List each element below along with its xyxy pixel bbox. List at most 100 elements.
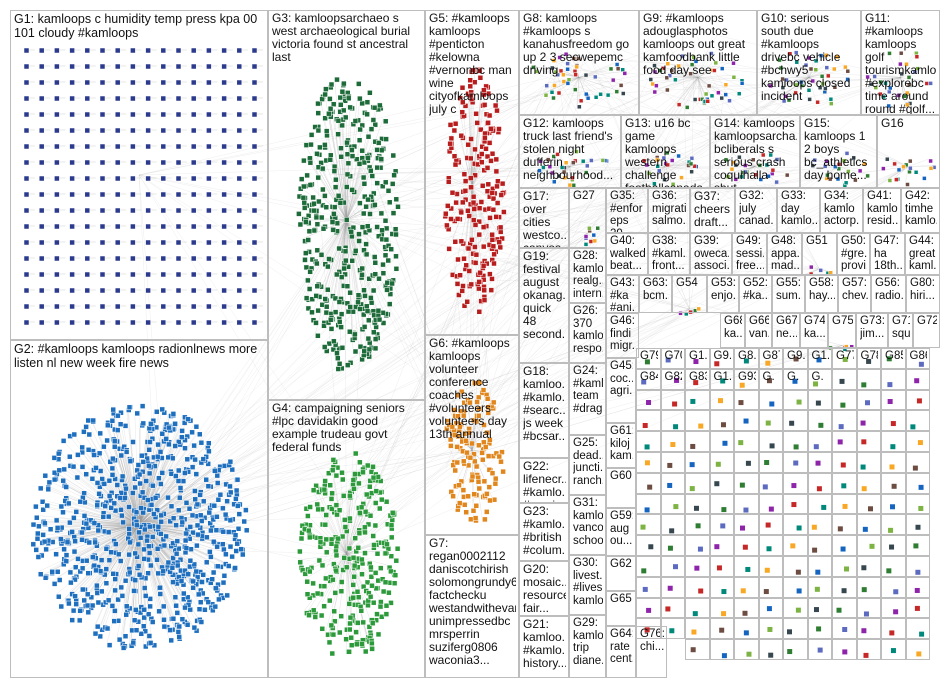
node	[715, 461, 721, 467]
edge	[471, 92, 482, 188]
group-box-small	[832, 493, 857, 515]
group-box-small: G9.	[783, 348, 808, 369]
node	[175, 47, 182, 54]
group-box-small	[734, 556, 759, 577]
edge	[578, 77, 595, 96]
node	[130, 79, 136, 86]
edge	[662, 166, 666, 178]
edge	[138, 65, 686, 176]
node	[722, 440, 728, 446]
node	[690, 443, 696, 449]
group-box-small	[660, 556, 685, 577]
node	[69, 79, 75, 86]
group-box-small: G82	[660, 368, 685, 390]
group-label: G61: kiloj kam...	[610, 425, 633, 462]
edge	[670, 48, 756, 167]
edge	[754, 166, 767, 175]
edge	[900, 77, 908, 83]
group-box-small	[685, 452, 710, 473]
edge	[111, 524, 140, 619]
group-box-small	[709, 472, 734, 494]
edge	[75, 452, 140, 526]
node	[145, 63, 151, 70]
edge	[346, 118, 384, 221]
node	[793, 356, 799, 362]
edge	[346, 92, 549, 221]
edge	[578, 41, 674, 78]
group-box-small	[881, 389, 906, 411]
edge	[138, 511, 237, 526]
node	[160, 63, 167, 70]
edge	[138, 483, 151, 526]
edge	[346, 126, 370, 221]
edge	[369, 163, 473, 451]
edge	[79, 449, 140, 526]
node	[787, 649, 793, 655]
group-box-small	[905, 493, 930, 515]
node	[890, 648, 896, 654]
node	[644, 359, 650, 365]
group-label: G54	[676, 277, 698, 289]
edge	[337, 166, 909, 519]
group-box-small	[881, 472, 906, 494]
group-box-small: G83	[685, 368, 710, 390]
edge	[155, 166, 839, 547]
edge	[138, 524, 193, 573]
edge	[340, 174, 473, 451]
node	[745, 566, 751, 572]
edge	[777, 57, 810, 78]
group-box-g51: G51	[802, 233, 837, 275]
node	[917, 440, 923, 446]
edge	[91, 452, 140, 526]
edge	[744, 166, 756, 170]
node	[114, 95, 121, 102]
edge	[138, 232, 588, 527]
group-box-g62: G62	[606, 556, 636, 591]
edge	[778, 65, 810, 78]
group-box-g25: G25: dead... juncti... ranch...	[569, 435, 606, 495]
group-label: G48: appa... mad...	[771, 235, 799, 272]
edge	[684, 52, 756, 167]
node	[99, 79, 106, 86]
node	[767, 626, 773, 632]
node	[765, 360, 771, 366]
group-box-g73: G73: jim...	[856, 313, 888, 348]
node	[642, 586, 648, 592]
node	[766, 378, 772, 384]
edge	[138, 174, 164, 484]
edge	[54, 471, 140, 526]
edge	[589, 53, 666, 167]
group-box-g44: G44: great kaml...	[905, 233, 940, 275]
node	[738, 400, 744, 406]
edge	[471, 187, 473, 260]
group-box-g36: G36: migrati... salmo...	[648, 188, 690, 233]
group-box-g19: G19: festival august okanag... quick 48 …	[519, 248, 569, 363]
edge	[138, 524, 196, 575]
group-label: G67: ne...	[776, 315, 797, 340]
node	[644, 627, 650, 633]
node	[790, 543, 796, 549]
edge	[808, 77, 816, 101]
edge	[306, 219, 347, 287]
node	[236, 63, 243, 70]
group-label: G42: timhe kamlo...	[905, 190, 937, 227]
edge	[132, 476, 140, 526]
edge	[306, 156, 347, 221]
group-box-g58: G58: hay...	[805, 275, 838, 313]
group-box-small	[881, 431, 906, 452]
node	[690, 647, 696, 653]
edge	[138, 25, 680, 526]
node	[868, 506, 874, 512]
group-box-g52: G52: #ka...	[739, 275, 772, 313]
group-label: G22: lifenecr... #kamlo... #comic...	[523, 460, 566, 502]
edge	[50, 524, 140, 540]
group-label: G47: ha 18th...	[874, 235, 902, 272]
node	[114, 111, 121, 118]
node	[38, 63, 45, 70]
group-box-g10: G10: serious south due #kamloops drivebc…	[757, 10, 861, 115]
edge	[883, 77, 901, 82]
group-box-small	[807, 431, 832, 452]
group-box-small: G1.	[709, 368, 734, 390]
node	[190, 63, 197, 70]
edge	[346, 181, 363, 221]
